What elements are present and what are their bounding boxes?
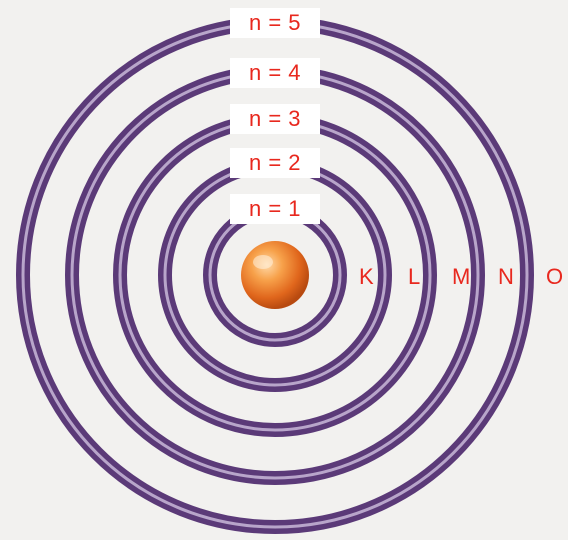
label-n4: n = 4 (230, 58, 320, 88)
shell-label-m: M (452, 264, 471, 289)
shell-label-n: N (498, 264, 514, 289)
shell-label-l: L (408, 264, 421, 289)
label-n5: n = 5 (230, 8, 320, 38)
label-n3: n = 3 (230, 104, 320, 134)
label-n2: n = 2 (230, 148, 320, 178)
nucleus (241, 241, 309, 309)
shell-label-o: O (546, 264, 564, 289)
label-n1: n = 1 (230, 194, 320, 224)
shell-label-k: K (359, 264, 374, 289)
